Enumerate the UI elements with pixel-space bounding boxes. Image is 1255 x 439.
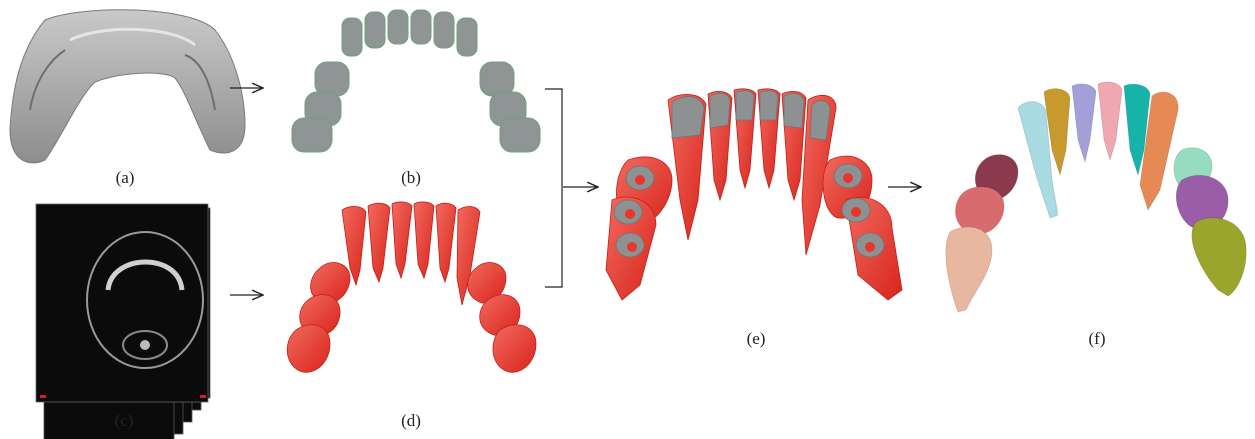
segmented-crowns-image [292, 10, 540, 152]
fused-model-image [606, 89, 902, 300]
colored-teeth-image [946, 82, 1246, 312]
label-f: (f) [1077, 329, 1117, 349]
label-b: (b) [391, 168, 431, 188]
label-c: (c) [104, 411, 144, 431]
label-e: (e) [736, 329, 776, 349]
ct-front-slice [36, 204, 208, 402]
dental-scan-image [10, 10, 245, 163]
label-a: (a) [105, 168, 145, 188]
segmented-teeth-image [287, 202, 536, 372]
merge-bracket [545, 89, 562, 287]
label-d: (d) [391, 411, 431, 431]
